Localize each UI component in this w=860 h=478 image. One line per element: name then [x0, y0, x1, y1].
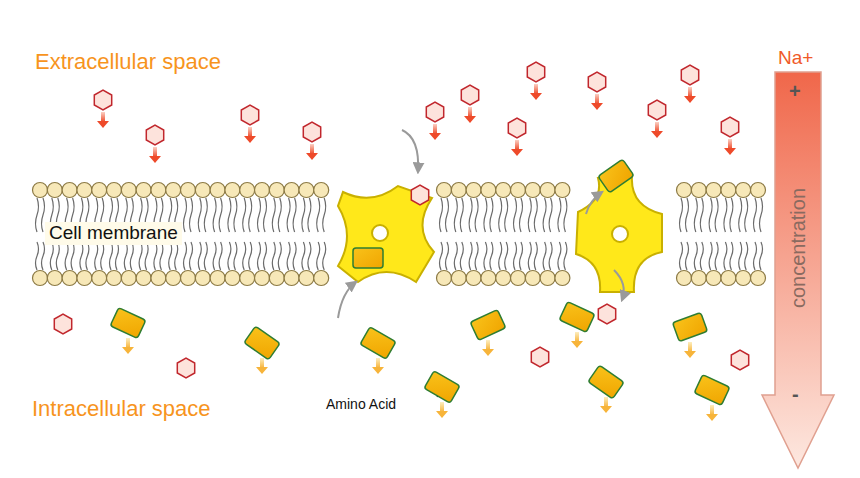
text-label: Extracellular space [35, 50, 221, 74]
concentration-arrow [762, 72, 834, 468]
text-label: Na+ [778, 48, 813, 69]
text-label: Amino Acid [326, 397, 396, 412]
text-label: Intracellular space [32, 397, 211, 421]
text-label: Cell membrane [45, 222, 182, 245]
axis-label: concentration [787, 188, 809, 308]
symporter-proteins [338, 130, 662, 397]
sign-label: - [792, 383, 799, 405]
sign-label: + [789, 80, 801, 102]
